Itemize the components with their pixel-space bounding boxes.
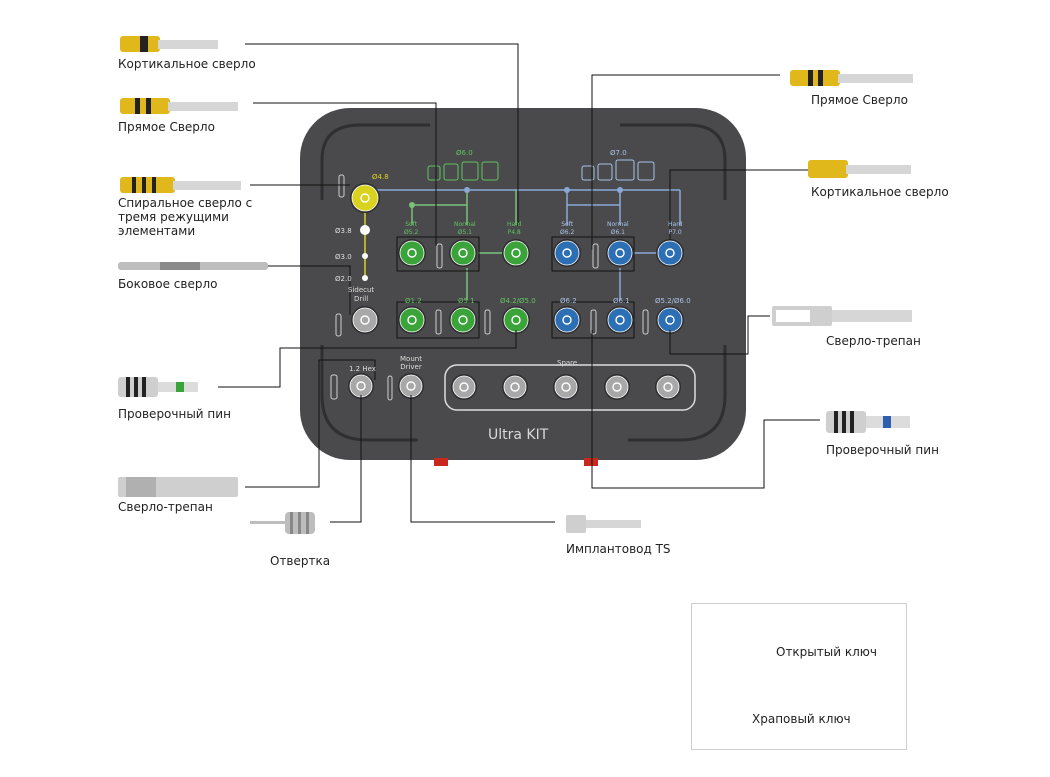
kit-label-b2: Ø5.1 — [458, 297, 475, 305]
kit-label-sidecut: Sidecut Drill — [348, 286, 375, 303]
trephine-left-image — [118, 477, 238, 497]
well-sidecut — [351, 306, 379, 334]
well-soft1 — [398, 239, 426, 267]
kit-label-d60: Ø6.0 — [456, 149, 473, 157]
well-normal2 — [606, 239, 634, 267]
kit-label-b1: Ø1.2 — [405, 297, 422, 305]
label-straight-right: Прямое Сверло — [811, 93, 908, 107]
label-open-key: Открытый ключ — [776, 645, 877, 659]
side-drill-image — [118, 262, 268, 270]
well-hex — [348, 373, 374, 399]
label-side: Боковое сверло — [118, 277, 218, 291]
screwdriver-image — [250, 512, 315, 534]
well-b5 — [606, 306, 634, 334]
kit-label-mount: Mount Driver — [400, 355, 422, 371]
well-b6 — [656, 306, 684, 334]
kit-label-normal1: Normal Ø5.1 — [454, 221, 476, 236]
kit-label-d20: Ø2.0 — [335, 275, 352, 283]
kit-panel — [300, 108, 746, 460]
well-spare-3 — [553, 374, 579, 400]
check-pin-right-image — [826, 411, 910, 433]
trephine-right-image — [772, 306, 912, 326]
kit-label-hard2: Hard P7.0 — [668, 221, 683, 236]
kit-label-b4: Ø6.2 — [560, 297, 577, 305]
well-hard1 — [502, 239, 530, 267]
label-pin-left: Проверочный пин — [118, 407, 231, 421]
spiral-drill-image — [120, 177, 241, 193]
label-screwdriver: Отвертка — [270, 554, 331, 568]
well-mount — [398, 373, 424, 399]
well-normal1 — [449, 239, 477, 267]
keys-box — [691, 603, 907, 750]
label-cortical-left: Кортикальное сверло — [118, 57, 256, 71]
straight-drill-left-image — [120, 98, 238, 114]
well-spare-4 — [604, 374, 630, 400]
kit-title: Ultra KIT — [488, 427, 549, 443]
well-soft2 — [553, 239, 581, 267]
cortical-drill-left-image — [120, 36, 218, 52]
well-b1 — [398, 306, 426, 334]
well-b2 — [449, 306, 477, 334]
kit-label-b5: Ø6.1 — [613, 297, 630, 305]
label-trephine-left: Сверло-трепан — [118, 500, 213, 514]
kit-label-spare: Spare — [557, 359, 578, 367]
label-pin-right: Проверочный пин — [826, 443, 939, 457]
well-spare-2 — [502, 374, 528, 400]
kit-label-d48: Ø4.8 — [372, 173, 389, 181]
kit-label-hard1: Hard P4.8 — [507, 221, 522, 236]
well-b3 — [502, 306, 530, 334]
well-b4 — [553, 306, 581, 334]
well-hard2 — [656, 239, 684, 267]
kit-label-hex: 1.2 Hex — [349, 365, 376, 373]
well-d48 — [350, 183, 380, 213]
well-spare-5 — [655, 374, 681, 400]
label-cortical-right: Кортикальное сверло — [811, 185, 949, 199]
check-pin-left-image — [118, 377, 198, 397]
label-trephine-right: Сверло-трепан — [826, 334, 921, 348]
kit-label-b3: Ø4.2/Ø5.0 — [500, 297, 536, 305]
kit-label-normal2: Normal Ø6.1 — [607, 221, 629, 236]
cortical-drill-right-image — [808, 160, 911, 178]
kit-label-d30: Ø3.0 — [335, 253, 352, 261]
kit-label-d70: Ø7.0 — [610, 149, 627, 157]
label-spiral: Спиральное сверло с тремя режущими элеме… — [118, 196, 253, 238]
straight-drill-right-image — [790, 70, 913, 86]
kit-label-b6: Ø5.2/Ø6.0 — [655, 297, 691, 305]
kit-label-soft2: Soft Ø6.2 — [560, 221, 575, 236]
kit-label-d38: Ø3.8 — [335, 227, 352, 235]
label-implant-driver: Имплантовод TS — [566, 542, 671, 556]
well-spare-1 — [451, 374, 477, 400]
label-straight-left: Прямое Сверло — [118, 120, 215, 134]
kit-label-soft1: Soft Ø5.2 — [404, 221, 419, 236]
label-ratchet-key: Храповый ключ — [752, 712, 851, 726]
implant-driver-image — [566, 515, 641, 533]
